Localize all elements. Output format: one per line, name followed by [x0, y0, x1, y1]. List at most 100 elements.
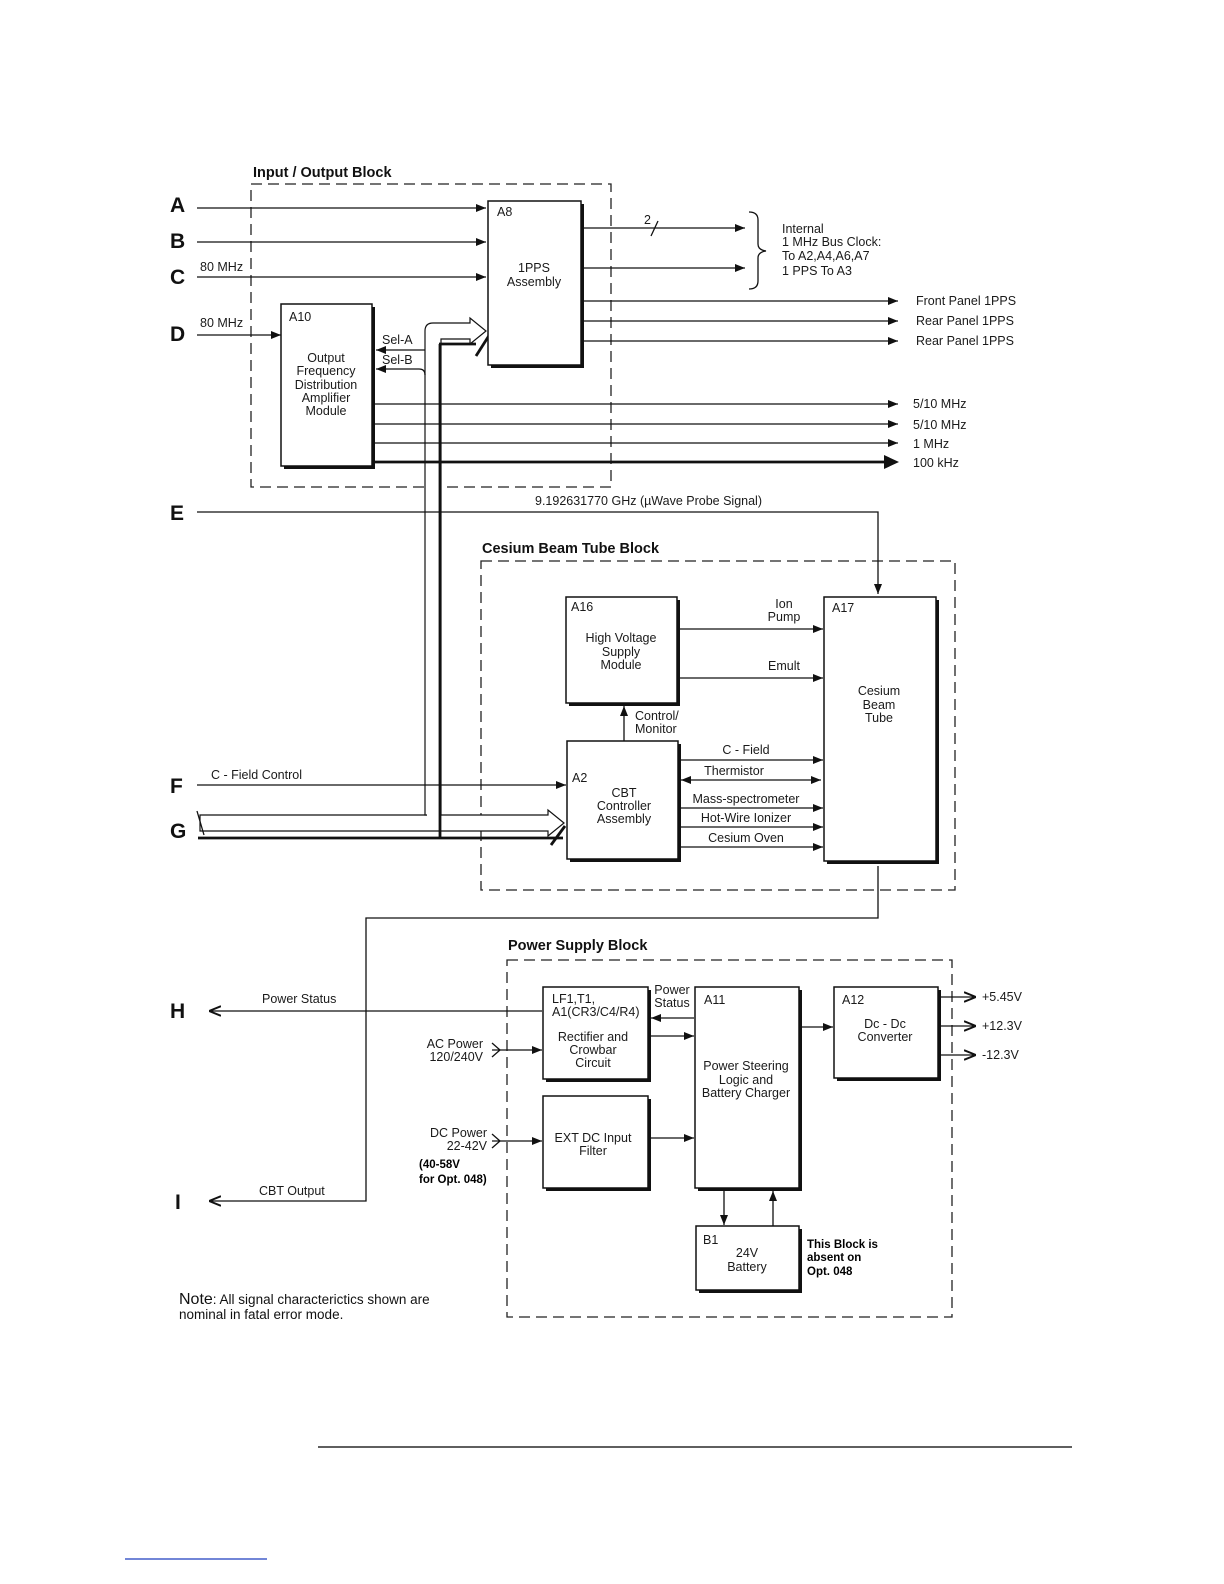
- module-a11-label-1: Power Steering: [703, 1059, 789, 1073]
- label-1mhz: 1 MHz: [913, 437, 949, 451]
- label-b1-note-3: Opt. 048: [807, 1266, 853, 1278]
- label-c-80mhz: 80 MHz: [200, 260, 243, 274]
- connector-c: C: [170, 266, 185, 289]
- label-thermistor: Thermistor: [704, 764, 764, 778]
- connector-f: F: [170, 775, 183, 798]
- power-block-outline: [506, 959, 953, 1318]
- power-signal-lines: [209, 997, 976, 1226]
- module-a11-id: A11: [704, 993, 725, 1007]
- module-rectifier-label-3: Circuit: [575, 1056, 611, 1070]
- arrow-100khz: [884, 455, 899, 469]
- module-a8-id: A8: [497, 205, 512, 219]
- module-a12-label-2: Converter: [858, 1030, 913, 1044]
- line-sel-b: [376, 365, 426, 376]
- module-b1-label-2: Battery: [727, 1260, 767, 1274]
- label-rear-1pps-1: Rear Panel 1PPS: [916, 314, 1014, 328]
- signal-labels: 80 MHz 80 MHz Sel-A Sel-B 2 Internal 1 M…: [200, 213, 1023, 1278]
- module-a10-id: A10: [289, 310, 311, 324]
- module-a12-label-1: Dc - Dc: [864, 1017, 906, 1031]
- module-a16-id: A16: [571, 600, 593, 614]
- connector-i: I: [175, 1191, 181, 1214]
- module-a17-id: A17: [832, 601, 854, 615]
- label-rail-545: +5.45V: [982, 990, 1023, 1004]
- module-a11-label-3: Battery Charger: [702, 1086, 790, 1100]
- label-probe-signal: 9.192631770 GHz (µWave Probe Signal): [535, 494, 762, 508]
- label-b1-note-1: This Block is: [807, 1239, 878, 1251]
- ac-input-chevron: [491, 1042, 501, 1058]
- label-internal-1: Internal: [782, 222, 824, 236]
- module-b1-id: B1: [703, 1233, 718, 1247]
- label-control-1: Control/: [635, 709, 679, 723]
- label-power-status-out: Power Status: [262, 992, 336, 1006]
- label-rail-123n: -12.3V: [982, 1048, 1019, 1062]
- footnote-text-1: : All signal characterictics shown are: [213, 1292, 430, 1307]
- cbt-block-outline: [480, 560, 956, 891]
- module-a8-label-2: Assembly: [507, 275, 562, 289]
- module-rectifier-label-2: Crowbar: [569, 1043, 616, 1057]
- power-block-title: Power Supply Block: [508, 938, 648, 954]
- label-c-field-control: C - Field Control: [211, 768, 302, 782]
- module-a16-label-1: High Voltage: [586, 631, 657, 645]
- module-a10: A10 Output Frequency Distribution Amplif…: [280, 303, 375, 469]
- module-a17-label-1: Cesium: [858, 684, 900, 698]
- label-control-2: Monitor: [635, 722, 677, 736]
- label-dc-power-1: DC Power: [430, 1126, 487, 1140]
- label-opt048-2: for Opt. 048): [419, 1174, 487, 1186]
- label-b1-note-2: absent on: [807, 1252, 861, 1264]
- hollow-bus-body: [199, 808, 565, 838]
- footnote-line-1: Note: All signal characterictics shown a…: [179, 1291, 430, 1308]
- connector-g: G: [170, 820, 186, 843]
- hollow-bus: [196, 316, 565, 838]
- connector-a: A: [170, 194, 185, 217]
- connector-letters: A B C D E F G H I: [170, 194, 186, 1214]
- label-ac-power-1: AC Power: [427, 1037, 483, 1051]
- label-cesium-oven: Cesium Oven: [708, 831, 784, 845]
- io-signal-lines: [197, 204, 899, 469]
- label-100khz: 100 kHz: [913, 456, 959, 470]
- label-bus-count: 2: [644, 213, 651, 227]
- module-a2-id: A2: [572, 771, 587, 785]
- module-ext-dc-label-2: Filter: [579, 1144, 607, 1158]
- internal-brace: [748, 211, 767, 290]
- module-a16-label-3: Module: [601, 658, 642, 672]
- module-a16: A16 High Voltage Supply Module: [565, 596, 680, 706]
- label-power-status-in-1: Power: [654, 983, 689, 997]
- connector-h: H: [170, 1000, 185, 1023]
- module-a12-id: A12: [842, 993, 864, 1007]
- module-ext-dc-label-1: EXT DC Input: [555, 1131, 632, 1145]
- label-opt048-1: (40-58V: [419, 1159, 460, 1171]
- module-a17-label-2: Beam: [863, 698, 896, 712]
- module-ext-dc-filter: EXT DC Input Filter: [542, 1095, 651, 1191]
- module-a10-label-2: Frequency: [296, 364, 356, 378]
- module-a2-label-1: CBT: [612, 786, 637, 800]
- label-sel-b: Sel-B: [382, 353, 413, 367]
- label-sel-a: Sel-A: [382, 333, 413, 347]
- module-a17-label-3: Tube: [865, 711, 893, 725]
- label-front-1pps: Front Panel 1PPS: [916, 294, 1016, 308]
- hollow-bus-joint: [427, 812, 439, 818]
- label-rail-123p: +12.3V: [982, 1019, 1023, 1033]
- module-rectifier-id-1: LF1,T1,: [552, 992, 595, 1006]
- module-b1: B1 24V Battery: [695, 1225, 802, 1293]
- label-d-80mhz: 80 MHz: [200, 316, 243, 330]
- module-a11: A11 Power Steering Logic and Battery Cha…: [694, 986, 802, 1191]
- cbt-signal-lines: [197, 625, 823, 851]
- line-e-probe: [197, 511, 882, 594]
- footnote-line-2: nominal in fatal error mode.: [179, 1307, 343, 1322]
- module-a8-label-1: 1PPS: [518, 261, 550, 275]
- label-5-10mhz-2: 5/10 MHz: [913, 418, 967, 432]
- io-block-title: Input / Output Block: [253, 165, 392, 181]
- cbt-block-title: Cesium Beam Tube Block: [482, 541, 660, 557]
- label-ion-pump-1: Ion: [775, 597, 792, 611]
- connector-d: D: [170, 323, 185, 346]
- module-a17: A17 Cesium Beam Tube: [823, 596, 939, 864]
- label-internal-3: To A2,A4,A6,A7: [782, 249, 870, 263]
- thick-bus-g: [198, 333, 567, 846]
- label-ac-power-2: 120/240V: [429, 1050, 483, 1064]
- module-a12: A12 Dc - Dc Converter: [833, 986, 941, 1081]
- footnote-head: Note: [179, 1291, 213, 1308]
- module-a10-label-5: Module: [306, 404, 347, 418]
- module-a10-label-3: Distribution: [295, 378, 358, 392]
- label-5-10mhz-1: 5/10 MHz: [913, 397, 967, 411]
